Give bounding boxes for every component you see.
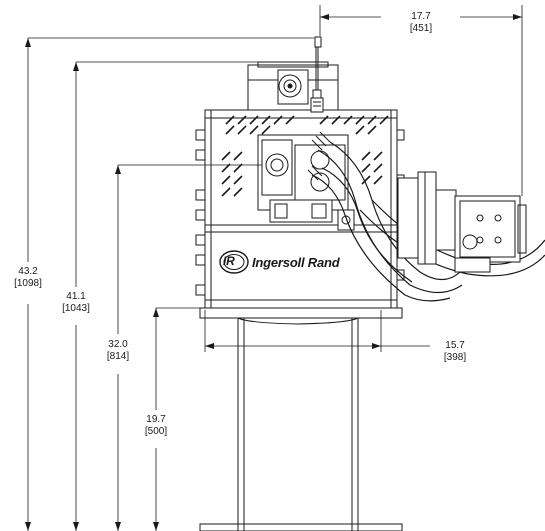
- dim-body-width-metric: [398]: [443, 352, 467, 363]
- dim-side-width-value: 17.7: [411, 11, 431, 22]
- valve-manifold: [257, 134, 355, 231]
- pedestal: [199, 307, 403, 531]
- dim-overall-height-metric: [1098]: [14, 278, 42, 289]
- dim-overall-height: 43.2 [1098]: [2, 266, 54, 290]
- pedestal-column: [237, 317, 359, 531]
- brand-logo-mark: IR: [223, 254, 235, 268]
- dim-top-height-metric: [1043]: [62, 303, 90, 314]
- dim-overall-height-value: 43.2: [18, 266, 38, 277]
- dim-body-width: 15.7 [398]: [432, 340, 478, 364]
- top-motor: [247, 61, 339, 111]
- dimension-arrows: [25, 14, 522, 531]
- dim-top-height: 41.1 [1043]: [50, 291, 102, 315]
- side-motor: [397, 171, 527, 273]
- dimension-lines: [27, 5, 523, 531]
- hoses: [307, 131, 545, 302]
- dim-top-height-value: 41.1: [66, 291, 86, 302]
- dim-mid-height-value: 32.0: [108, 339, 128, 350]
- pedestal-top-flange: [199, 307, 403, 319]
- dim-base-height-metric: [500]: [144, 426, 168, 437]
- dim-mid-height-metric: [814]: [106, 351, 130, 362]
- brand-logo: [219, 250, 249, 274]
- dim-mid-height: 32.0 [814]: [92, 339, 144, 363]
- dim-base-height: 19.7 [500]: [130, 414, 182, 438]
- brand-name: Ingersoll Rand: [252, 255, 340, 270]
- dim-side-width-metric: [451]: [409, 23, 433, 34]
- antenna: [310, 36, 324, 113]
- dim-body-width-value: 15.7: [445, 340, 465, 351]
- pedestal-foot: [199, 523, 403, 531]
- dim-base-height-value: 19.7: [146, 414, 166, 425]
- dim-side-width: 17.7 [451]: [388, 11, 454, 35]
